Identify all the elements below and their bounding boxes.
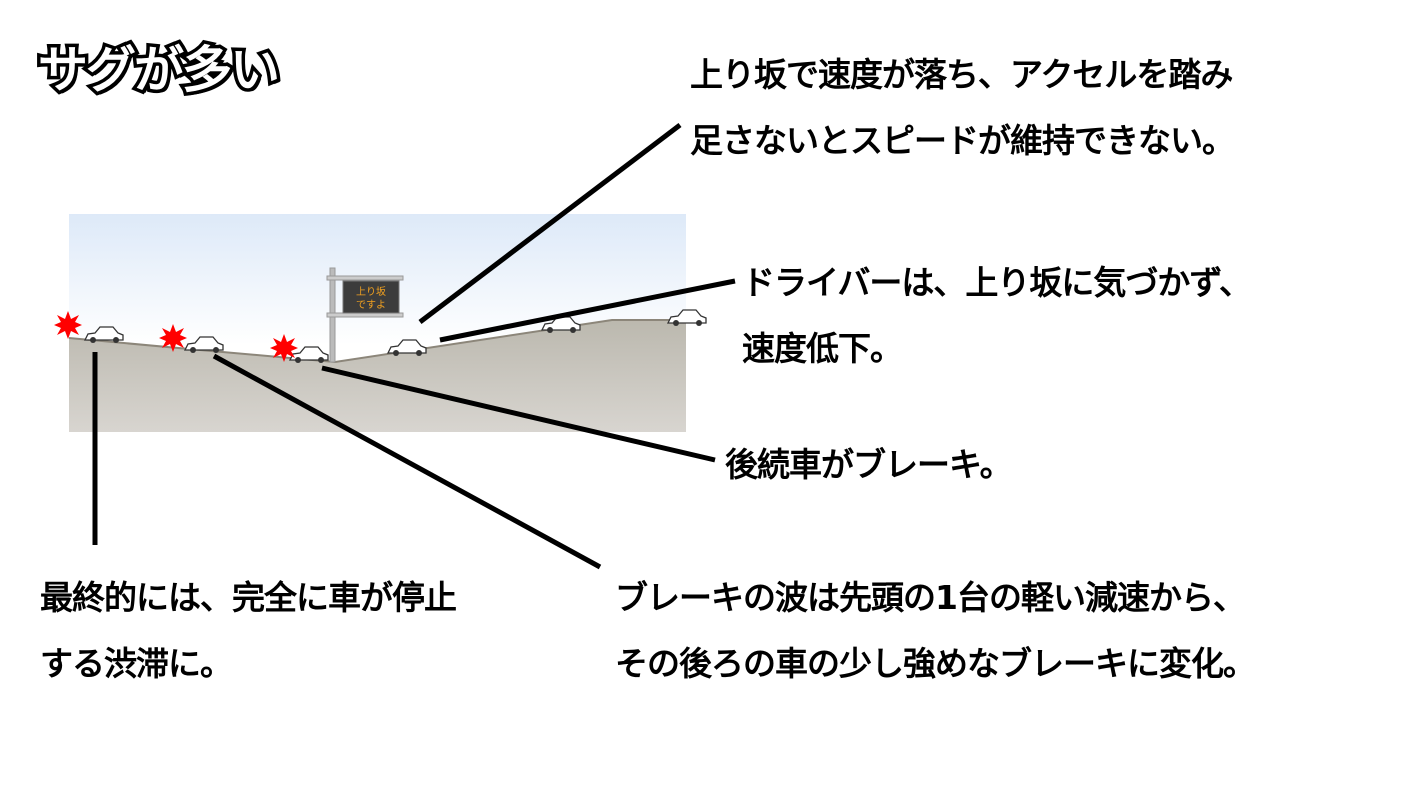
callout-line: 上り坂で速度が落ち、アクセルを踏み <box>690 55 1233 94</box>
callout-jam: 最終的には、完全に車が停止 する渋滞に。 <box>40 565 457 697</box>
callout-driver: ドライバーは、上り坂に気づかず、 速度低下。 <box>742 250 1252 382</box>
callout-line: 最終的には、完全に車が停止 <box>40 578 457 617</box>
ground <box>69 320 686 432</box>
sign-post: 上り坂 ですよ <box>326 267 404 363</box>
callout-line: 速度低下。 <box>742 329 903 368</box>
callout-line: する渋滞に。 <box>40 644 233 683</box>
callout-line: 足さないとスピードが維持できない。 <box>690 121 1235 160</box>
callout-line: ブレーキの波は先頭の1台の軽い減速から、 <box>615 578 1246 617</box>
callout-line: 後続車がブレーキ。 <box>725 445 1013 484</box>
callout-line: その後ろの車の少し強めなブレーキに変化。 <box>615 644 1256 683</box>
sign-text-line2: ですよ <box>356 299 386 311</box>
callout-uphill: 上り坂で速度が落ち、アクセルを踏み 足さないとスピードが維持できない。 <box>690 42 1235 174</box>
callout-wave: ブレーキの波は先頭の1台の軽い減速から、 その後ろの車の少し強めなブレーキに変化… <box>615 565 1256 697</box>
callout-following: 後続車がブレーキ。 <box>725 432 1013 498</box>
callout-lines <box>92 123 736 570</box>
sign-text-line1: 上り坂 <box>356 286 386 298</box>
callout-line: ドライバーは、上り坂に気づかず、 <box>742 263 1252 302</box>
slide-title: サグが多い <box>35 38 284 103</box>
